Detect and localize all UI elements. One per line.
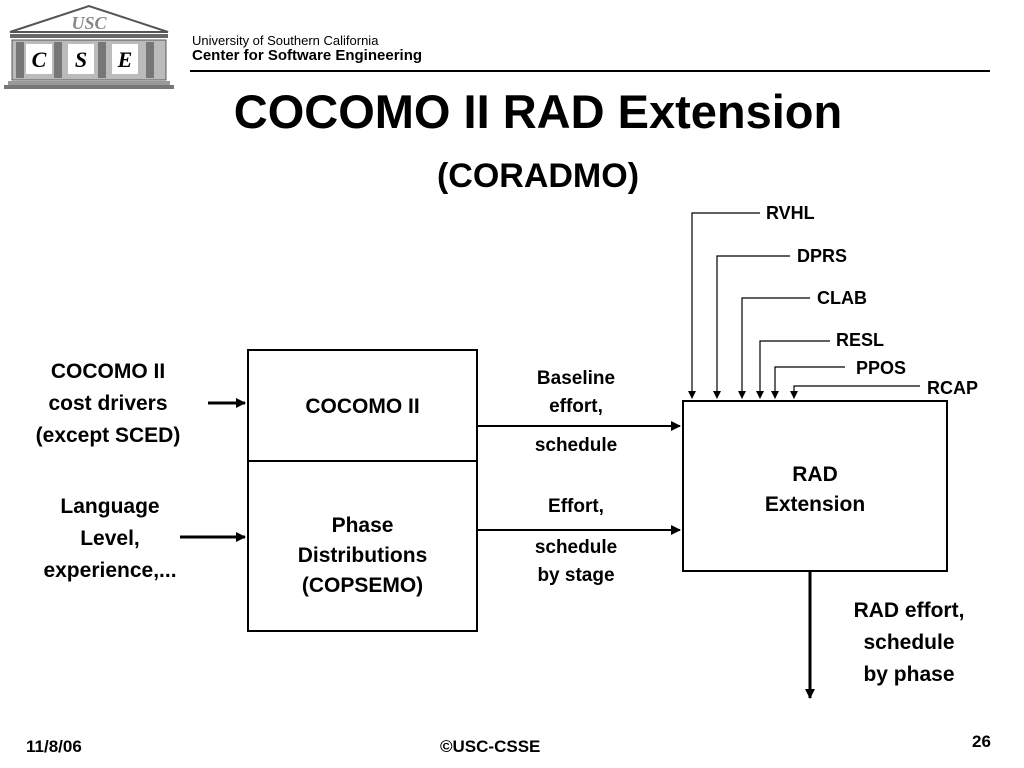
param-dprs: DPRS xyxy=(797,246,848,266)
phase-distributions-box: Phase Distributions (COPSEMO) xyxy=(247,460,478,632)
center-name: Center for Software Engineering xyxy=(192,47,423,64)
param-clab: CLAB xyxy=(817,288,867,308)
university-name: University of Southern California xyxy=(192,33,379,48)
param-rvhl: RVHL xyxy=(766,203,815,223)
wire-rvhl xyxy=(688,212,760,399)
logo-letter-s: S xyxy=(75,47,87,72)
cost-drivers-label: COCOMO II cost drivers (except SCED) xyxy=(35,360,181,447)
slide-subtitle: (CORADMO) xyxy=(436,157,640,195)
usc-cse-logo: USC C S E xyxy=(4,4,174,89)
logo-letter-c: C xyxy=(32,47,47,72)
footer-date: 11/8/06 xyxy=(26,737,82,756)
footer-copyright: ©USC-CSSE xyxy=(440,737,541,756)
wire-resl xyxy=(756,340,830,399)
cocomo-box-label: COCOMO II xyxy=(305,395,420,418)
rad-box-label: RAD Extension xyxy=(764,463,866,516)
slide-title: COCOMO II RAD Extension xyxy=(233,85,843,138)
wire-rcap xyxy=(790,385,920,399)
param-resl: RESL xyxy=(836,330,885,350)
baseline-schedule-label: schedule xyxy=(534,435,618,456)
schedule-by-stage-label: schedule by stage xyxy=(534,537,618,586)
logo-letter-e: E xyxy=(117,47,133,72)
wire-clab xyxy=(738,297,810,399)
cocomo-box: COCOMO II xyxy=(247,349,478,462)
param-rcap: RCAP xyxy=(927,378,979,398)
param-ppos: PPOS xyxy=(856,358,907,378)
wire-ppos xyxy=(771,366,845,399)
svg-text:USC: USC xyxy=(71,13,107,33)
header-divider xyxy=(190,70,990,72)
phase-box-label: Phase Distributions (COPSEMO) xyxy=(297,514,428,597)
rad-extension-box: RAD Extension xyxy=(682,400,948,572)
baseline-effort-label: Baseline effort, xyxy=(536,368,616,417)
rad-output-label: RAD effort, schedule by phase xyxy=(853,599,965,686)
wire-dprs xyxy=(713,255,790,399)
language-level-label: Language Level, experience,... xyxy=(43,495,177,582)
effort-label: Effort, xyxy=(548,496,604,517)
page-number: 26 xyxy=(972,732,991,751)
